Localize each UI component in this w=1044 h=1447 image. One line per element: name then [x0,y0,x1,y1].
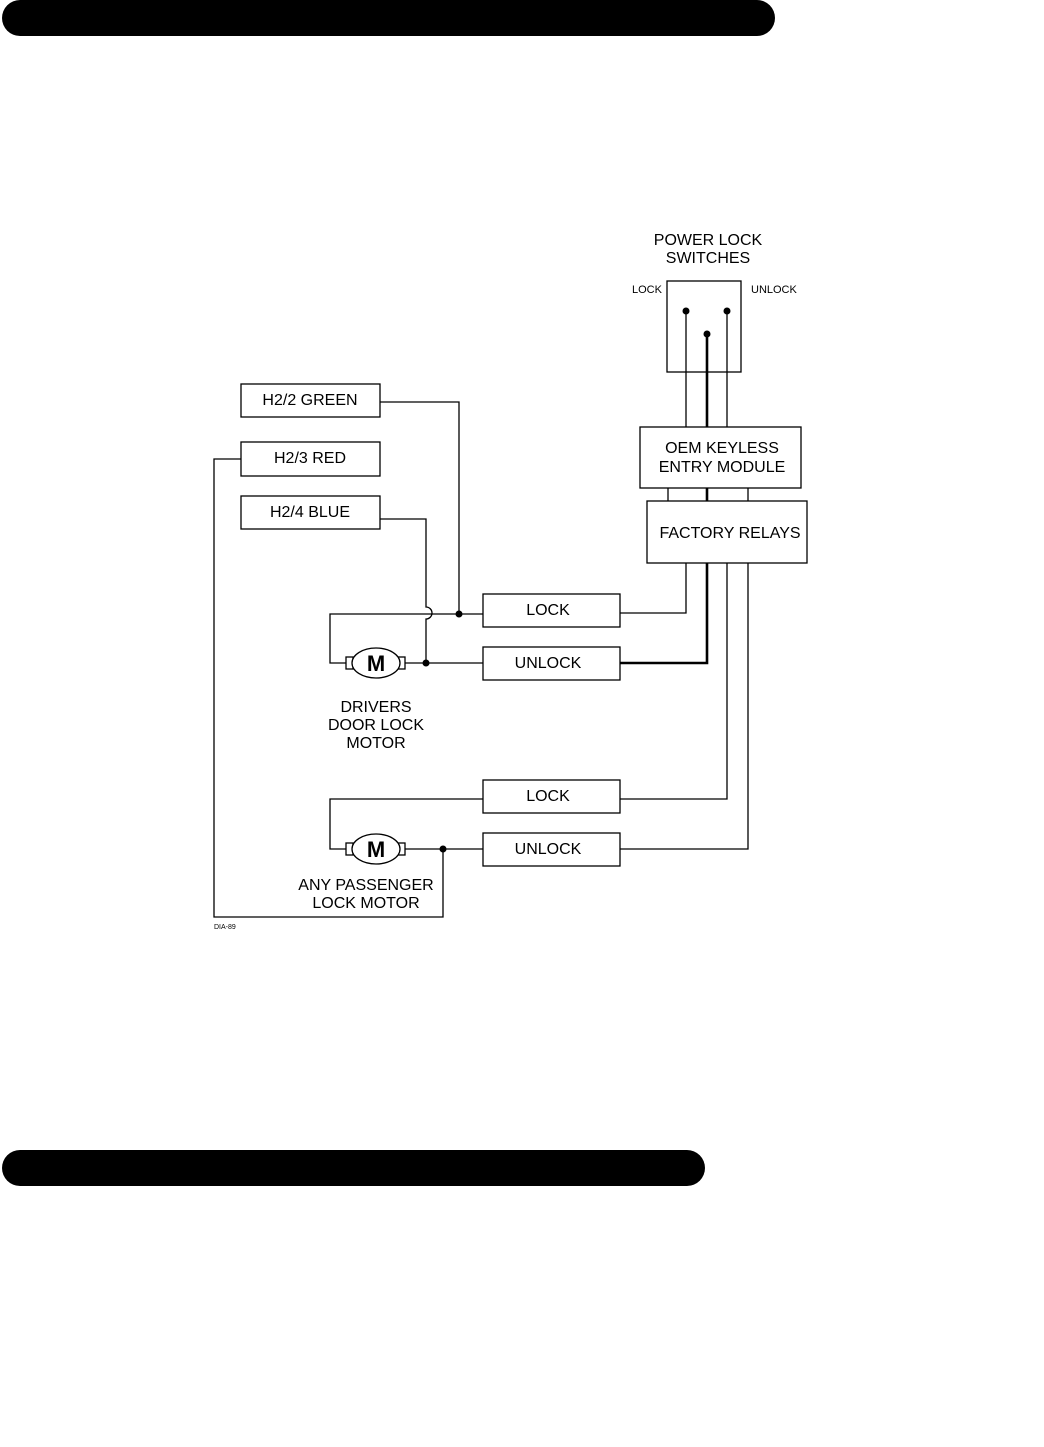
switch-lock-contact [682,307,690,315]
switch-box [666,280,742,373]
harness-green-label: H2/2 GREEN [262,392,357,409]
passenger-motor-body [351,833,401,865]
junction-blue [422,659,430,667]
passenger-unlock-label: UNLOCK [515,841,582,858]
junction-green [455,610,463,618]
wire-green [380,401,460,614]
passenger-lock-label: LOCK [526,788,570,805]
passenger-motor: M ANY PASSENGER LOCK MOTOR [298,833,434,912]
passenger-lock-block: LOCK [482,779,621,814]
passenger-motor-symbol: M [367,837,385,862]
wire-passenger-lock-loop [329,798,483,850]
driver-motor-line1: DRIVERS [340,699,411,716]
power-lock-switches-title-line1: POWER LOCK [654,232,763,249]
oem-module-box [639,426,802,489]
harness-green-box [240,383,381,418]
driver-lock-label: LOCK [526,602,570,619]
wire-red [213,458,444,918]
diagram-id: DIA-89 [214,924,236,931]
driver-motor-body [351,647,401,679]
wire-driver-lock-loop [329,613,483,664]
header-bar [2,0,775,36]
wire-blue [380,518,433,663]
wire-relay-driver-unlock [620,563,709,665]
power-lock-switches: POWER LOCK SWITCHES LOCK UNLOCK [632,232,798,373]
driver-motor: M DRIVERS DOOR LOCK MOTOR [328,647,424,752]
driver-motor-line2: DOOR LOCK [328,717,424,734]
oem-keyless-entry-module: OEM KEYLESS ENTRY MODULE [639,426,802,489]
power-lock-switches-title-line2: SWITCHES [666,250,750,267]
harness-blue-box [240,495,381,530]
harness-green: H2/2 GREEN [240,383,381,418]
driver-unlock-label: UNLOCK [515,655,582,672]
harness-red-label: H2/3 RED [274,450,346,467]
factory-relays-box [646,500,808,564]
footer-bar [2,1150,705,1186]
driver-lock-box [482,593,621,628]
harness-blue: H2/4 BLUE [240,495,381,530]
wire-relay-passenger-unlock [620,563,749,850]
oem-module-line2: ENTRY MODULE [659,459,786,476]
wire-relay-passenger-lock [620,563,728,800]
switch-common-contact [703,330,711,338]
passenger-motor-line2: LOCK MOTOR [312,895,419,912]
driver-unlock-block: UNLOCK [482,646,621,681]
driver-lock-block: LOCK [482,593,621,628]
wire-relay-driver-lock [620,563,687,614]
oem-module-line1: OEM KEYLESS [665,440,779,457]
passenger-unlock-block: UNLOCK [482,832,621,867]
passenger-unlock-box [482,832,621,867]
harness-blue-label: H2/4 BLUE [270,504,350,521]
junction-red [439,845,447,853]
switch-unlock-label: UNLOCK [751,284,798,296]
factory-relays: FACTORY RELAYS [646,500,808,564]
switch-lock-label: LOCK [632,284,663,296]
driver-motor-line3: MOTOR [346,735,405,752]
driver-motor-symbol: M [367,651,385,676]
passenger-motor-line1: ANY PASSENGER [298,877,433,894]
passenger-lock-box [482,779,621,814]
factory-relays-label: FACTORY RELAYS [659,525,800,542]
harness-red: H2/3 RED [240,441,381,477]
switch-unlock-contact [723,307,731,315]
